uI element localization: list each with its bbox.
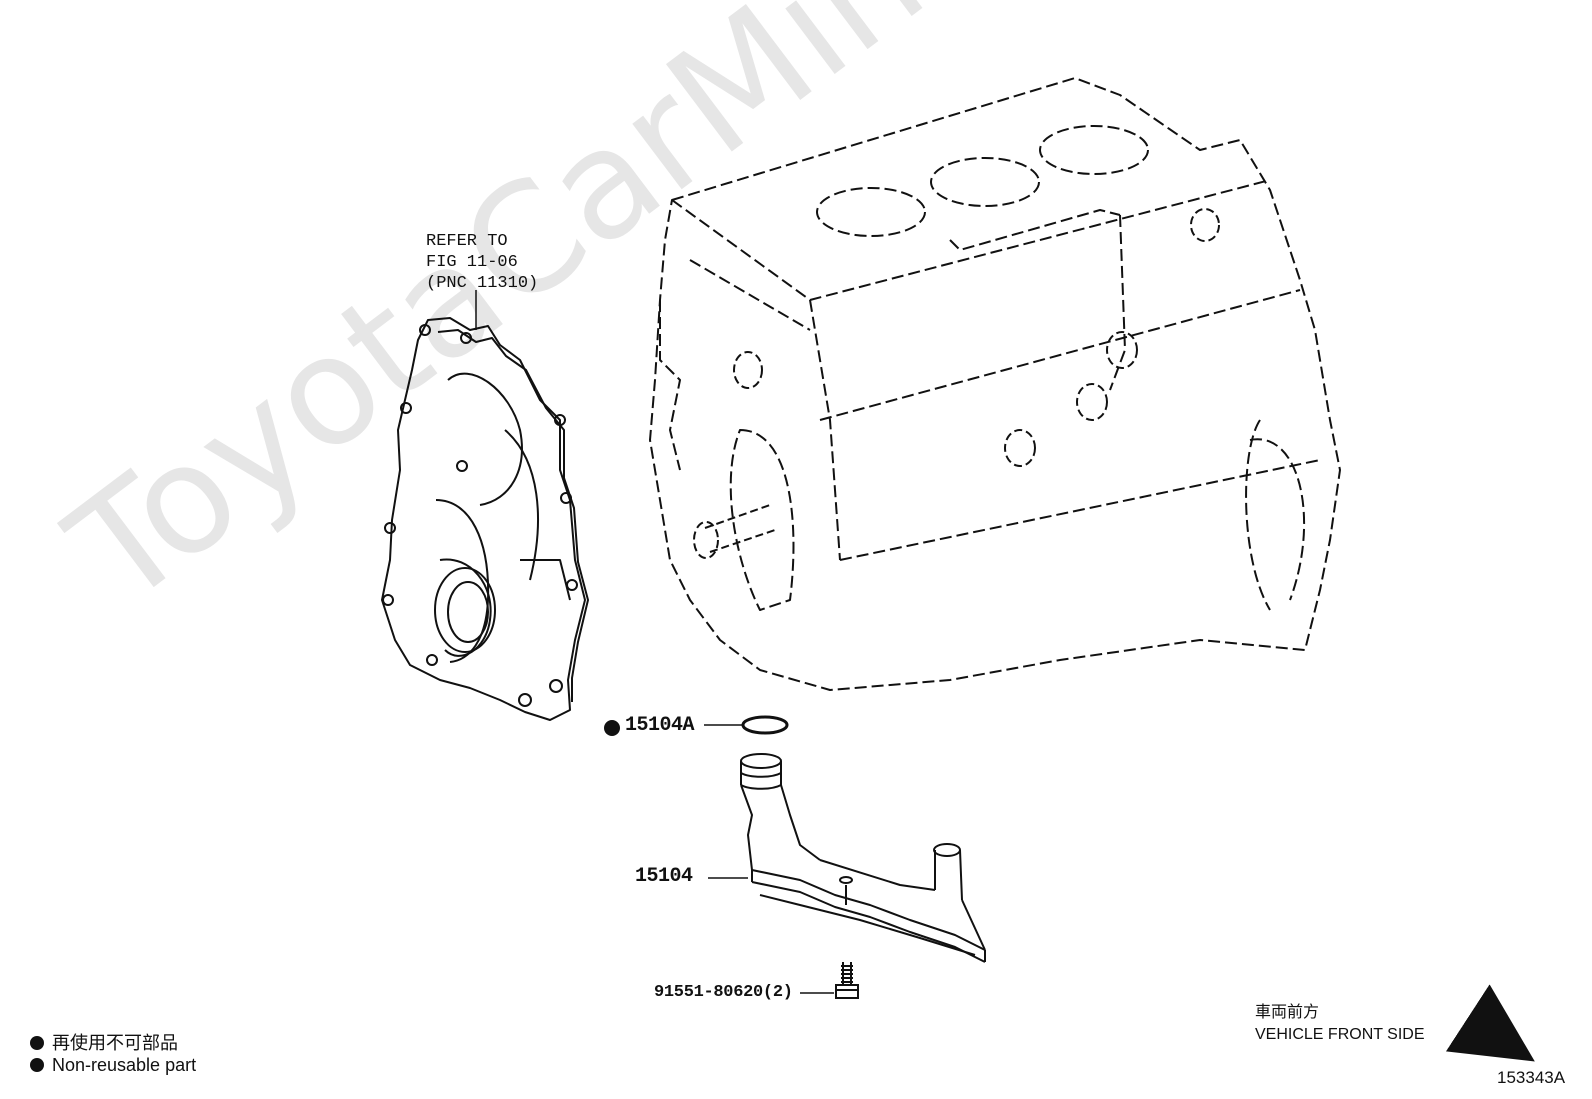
legend-jp-text: 再使用不可部品: [52, 1033, 178, 1053]
timing-cover-bolt-holes: [382, 324, 578, 707]
callout-15104A[interactable]: 15104A: [625, 714, 695, 737]
block-holes: [693, 208, 1220, 559]
legend-dot-icon: [30, 1036, 44, 1050]
refer-note: REFER TO FIG 11-06 (PNC 11310): [426, 231, 538, 294]
callout-bolt[interactable]: 91551-80620(2): [654, 983, 793, 1002]
vehicle-front-jp: 車両前方: [1255, 1004, 1320, 1021]
callout-15104[interactable]: 15104: [635, 865, 693, 888]
non-reusable-marker: [604, 720, 620, 736]
refer-note-line3: (PNC 11310): [426, 274, 539, 293]
refer-note-line1: REFER TO: [426, 232, 508, 251]
vehicle-front-en: VEHICLE FRONT SIDE: [1255, 1026, 1425, 1043]
legend-en-text: Non-reusable part: [52, 1055, 197, 1075]
legend-jp-row: 再使用不可部品: [30, 1029, 178, 1055]
vehicle-front-note: 車両前方 VEHICLE FRONT SIDE: [1255, 1002, 1425, 1046]
illustration-id: 153343A: [1497, 1068, 1566, 1087]
oil-strainer-part: [740, 753, 986, 963]
legend-dot-icon: [30, 1058, 44, 1072]
o-ring-part: [741, 715, 789, 735]
cylinder-bores: [816, 125, 1149, 237]
timing-cover: [381, 317, 589, 721]
vehicle-front-arrow-icon: [1445, 984, 1535, 1062]
engine-block-outline: [649, 77, 1341, 691]
refer-note-line2: FIG 11-06: [426, 253, 518, 272]
legend-en-row: Non-reusable part: [30, 1055, 196, 1076]
bolt-part: [835, 962, 859, 999]
